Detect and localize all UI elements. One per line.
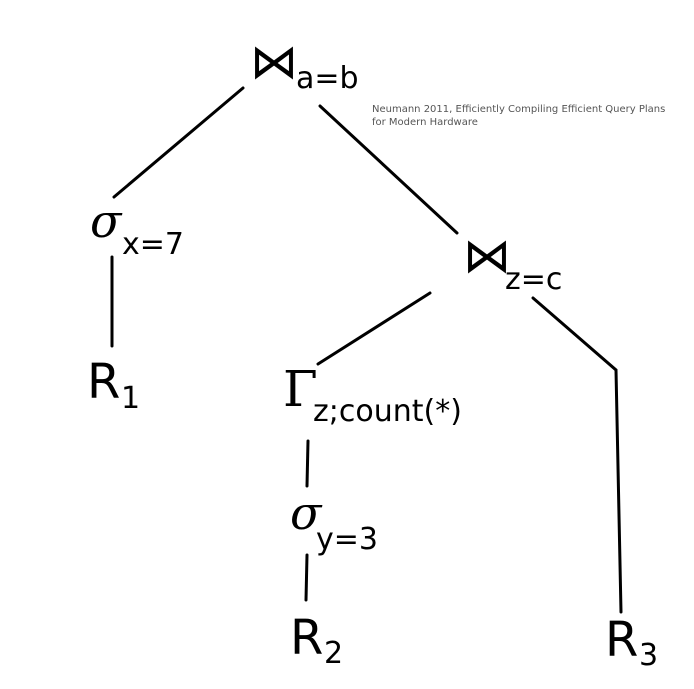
select-y-node: σ y=3 [290, 490, 378, 555]
relation-symbol: R [87, 354, 121, 410]
citation: Neumann 2011, Efficiently Compiling Effi… [372, 103, 665, 129]
gamma-symbol: Γ [283, 360, 318, 418]
edge-join-zc-to-rel-3 [531, 296, 623, 614]
sigma-symbol: σ [90, 194, 122, 248]
group-by-node: Γ z;count(*) [283, 364, 462, 427]
join-zc-condition: z=c [505, 262, 563, 297]
root-join-node: ⋈ a=b [250, 38, 359, 94]
join-symbol: ⋈ [250, 34, 298, 90]
relation-r1-node: R 1 [87, 358, 140, 414]
group-by-spec: z;count(*) [313, 394, 462, 429]
relation-index: 2 [324, 636, 344, 671]
sigma-symbol: σ [290, 486, 322, 540]
relation-r2-node: R 2 [290, 614, 343, 669]
edge-root-join-to-select-x [112, 86, 245, 199]
edge-select-y-to-rel-2 [304, 553, 309, 602]
relation-symbol: R [605, 612, 639, 668]
relation-index: 1 [121, 381, 141, 416]
citation-line-2: for Modern Hardware [372, 117, 478, 128]
edge-root-join-to-join-zc [318, 104, 459, 235]
join-symbol: ⋈ [463, 228, 511, 284]
relation-index: 3 [639, 638, 659, 673]
edge-group-by-to-select-y [305, 439, 310, 488]
root-join-condition: a=b [296, 61, 359, 96]
edge-join-zc-to-group-by [316, 291, 432, 366]
relation-r3-node: R 3 [605, 616, 658, 671]
select-y-condition: y=3 [316, 522, 378, 557]
join-zc-node: ⋈ z=c [463, 232, 562, 295]
citation-line-1: Neumann 2011, Efficiently Compiling Effi… [372, 104, 666, 115]
select-x-node: σ x=7 [90, 198, 184, 260]
select-x-condition: x=7 [122, 227, 184, 262]
relation-symbol: R [290, 610, 324, 666]
